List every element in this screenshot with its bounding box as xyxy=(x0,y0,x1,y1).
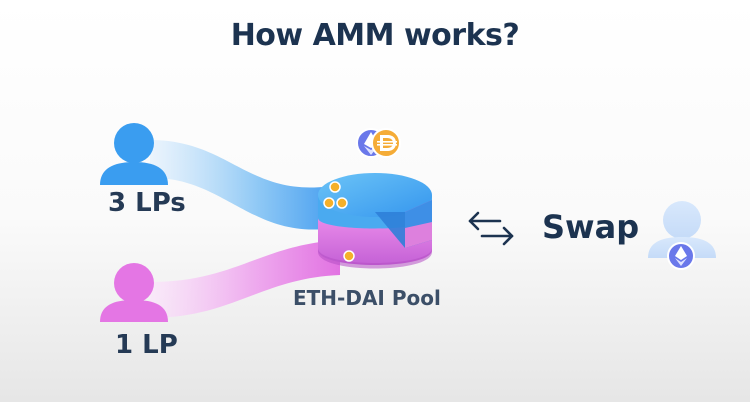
trader-user-icon xyxy=(648,201,716,258)
dai-icon xyxy=(371,128,401,158)
eth-dai-pool-cylinder xyxy=(318,173,432,269)
blue-liquidity-flow xyxy=(150,140,348,230)
one-lp-label: 1 LP xyxy=(115,330,178,360)
pink-liquidity-flow xyxy=(150,240,340,318)
diagram-title: How AMM works? xyxy=(230,18,520,53)
swap-label: Swap xyxy=(542,208,640,246)
pool-label: ETH-DAI Pool xyxy=(293,286,441,310)
eth-icon xyxy=(667,242,695,270)
lp-group-user-icon xyxy=(100,123,168,185)
swap-arrows-icon xyxy=(468,211,514,246)
three-lps-label: 3 LPs xyxy=(108,188,186,218)
lp-single-user-icon xyxy=(100,263,168,322)
coin-icon xyxy=(323,181,355,262)
